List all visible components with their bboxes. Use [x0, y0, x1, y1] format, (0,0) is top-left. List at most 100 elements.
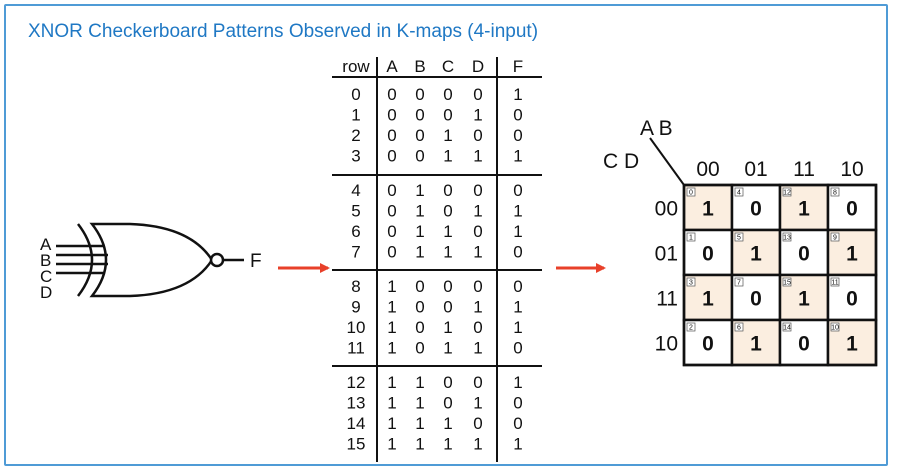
truth-table-cell: 0 [443, 202, 452, 221]
kmap-cell: 10 [682, 228, 734, 277]
kmap-cell-index-box [734, 322, 744, 332]
kmap-cell: 40 [730, 183, 782, 232]
truth-table-cell: 1 [443, 339, 452, 358]
kmap-cell: 31 [682, 273, 734, 322]
truth-table-cell: 0 [387, 202, 396, 221]
truth-table-cell: 0 [415, 85, 424, 104]
truth-table-cell: 0 [387, 243, 396, 262]
kmap-cell-index-box [686, 187, 696, 197]
kmap-row-label: 11 [656, 288, 678, 311]
kmap-grid-border [682, 183, 878, 367]
kmap-col-label: 11 [793, 158, 815, 181]
truth-table-cell: 1 [351, 106, 360, 125]
kmap-cell-index-box [830, 187, 840, 197]
xnor-gate-body [89, 222, 214, 298]
kmap-cell-value: 1 [750, 243, 762, 266]
gate-input-d-label: D [40, 283, 52, 302]
kmap-cell-value: 1 [750, 333, 762, 356]
truth-table-cell: 0 [415, 339, 424, 358]
truth-table-cell: 0 [443, 85, 452, 104]
truth-table-cell: 0 [415, 106, 424, 125]
kmap-cell-index-box [734, 277, 744, 287]
truth-table-cell: 1 [387, 435, 396, 454]
kmap-cell-index-box [830, 277, 840, 287]
kmap-cell-index-box [734, 232, 744, 242]
kmap-cell-index-box [782, 322, 792, 332]
kmap-cell-index-box [686, 322, 696, 332]
kmap-cell-index-box [830, 322, 840, 332]
gate-input-c-label: C [40, 267, 52, 286]
truth-table-cell: 1 [473, 339, 482, 358]
truth-table-cell: 1 [387, 318, 396, 337]
truth-table-cell: 0 [387, 126, 396, 145]
truth-table-cell: 0 [473, 85, 482, 104]
kmap-cell-value: 1 [702, 288, 714, 311]
truth-table-cell: 1 [415, 243, 424, 262]
truth-table-cell: 6 [351, 222, 360, 241]
truth-table-cell: 1 [513, 435, 522, 454]
truth-table-cell: 7 [351, 243, 360, 262]
truth-table-cell: 1 [513, 222, 522, 241]
truth-table-cell: 0 [513, 394, 522, 413]
kmap-cell-index-box [686, 232, 696, 242]
xnor-gate-input-curve [77, 223, 94, 297]
truth-table-cell: 1 [513, 298, 522, 317]
truth-table-cell: 1 [473, 298, 482, 317]
kmap-cell: 01 [682, 183, 734, 232]
kmap-cell-value: 0 [798, 333, 810, 356]
truth-table-cell: 1 [443, 222, 452, 241]
truth-table-cell: 1 [415, 435, 424, 454]
truth-table-cell: 0 [387, 106, 396, 125]
kmap-cell: 110 [826, 273, 878, 322]
kmap-cell-index-box [686, 277, 696, 287]
kmap-col-label: 10 [840, 158, 863, 181]
truth-table-cell: 1 [513, 147, 522, 166]
truth-table-cell: 0 [415, 126, 424, 145]
truth-table-cell: 0 [351, 85, 360, 104]
truth-table-cell: 1 [387, 373, 396, 392]
kmap-cell-value: 1 [846, 243, 858, 266]
truth-table-cell: 4 [351, 181, 360, 200]
kmap-cell-value: 1 [702, 198, 714, 221]
kmap-cell-index: 3 [689, 280, 693, 287]
truth-table-cell: 0 [443, 373, 452, 392]
kmap-cell-value: 0 [702, 333, 714, 356]
truth-table-cell: 3 [351, 147, 360, 166]
diagram-title: XNOR Checkerboard Patterns Observed in K… [28, 21, 539, 42]
truth-table-cell: 1 [473, 394, 482, 413]
truth-table-header-d: D [472, 57, 484, 76]
truth-table-cell: 0 [415, 298, 424, 317]
kmap-cell-value: 0 [798, 243, 810, 266]
kmap-row-label: 00 [655, 198, 678, 221]
kmap-cell-index: 13 [783, 235, 791, 242]
truth-table-cell: 12 [347, 373, 366, 392]
truth-table-cell: 1 [473, 202, 482, 221]
kmap-cell-index: 2 [689, 325, 693, 332]
truth-table-cell: 0 [473, 181, 482, 200]
gate-output-label: F [250, 251, 262, 272]
kmap-cell-index: 0 [689, 190, 693, 197]
truth-table-cell: 1 [473, 435, 482, 454]
truth-table-cell: 0 [513, 243, 522, 262]
truth-table-cell: 14 [347, 414, 366, 433]
gate-input-a-label: A [40, 235, 52, 254]
truth-table-cell: 1 [443, 414, 452, 433]
kmap-cell-value: 1 [846, 333, 858, 356]
truth-table-cell: 0 [513, 277, 522, 296]
kmap-cell-value: 1 [798, 198, 810, 221]
kmap-cell: 101 [826, 318, 878, 367]
truth-table-cell: 0 [443, 277, 452, 296]
truth-table-cell: 0 [513, 181, 522, 200]
